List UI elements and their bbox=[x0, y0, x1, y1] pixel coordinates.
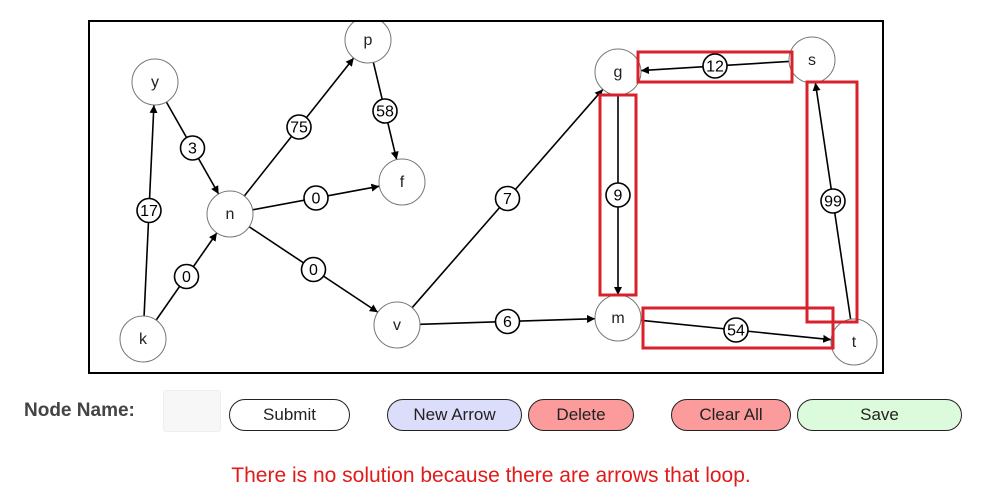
node-t[interactable]: t bbox=[830, 318, 878, 366]
node-label: v bbox=[393, 317, 401, 334]
node-label: n bbox=[226, 206, 235, 223]
node-circle[interactable] bbox=[830, 318, 878, 366]
edge-weight-label: 12 bbox=[706, 59, 724, 76]
node-name-label: Node Name: bbox=[24, 400, 135, 421]
node-s[interactable]: s bbox=[788, 36, 836, 84]
node-m[interactable]: m bbox=[594, 294, 642, 342]
controls-bar: Node Name: Submit New Arrow Delete Clear… bbox=[0, 388, 982, 438]
edge-weight-badge bbox=[723, 317, 749, 343]
node-circle[interactable] bbox=[206, 190, 254, 238]
edge-weight-label: 99 bbox=[824, 194, 842, 211]
edge-weight-label: 17 bbox=[140, 203, 158, 220]
loop-highlight-g-m bbox=[598, 93, 638, 297]
loop-highlight-m-t bbox=[641, 306, 835, 350]
node-v[interactable]: v bbox=[373, 301, 421, 349]
node-label: m bbox=[611, 310, 624, 327]
edge-weight-label: 0 bbox=[312, 191, 321, 208]
node-k[interactable]: k bbox=[119, 315, 167, 363]
submit-button[interactable]: Submit bbox=[229, 399, 350, 431]
node-label: t bbox=[852, 334, 857, 351]
edge-weight-badge bbox=[702, 53, 728, 79]
edge-t-s[interactable]: 99 bbox=[812, 82, 852, 320]
node-f[interactable]: f bbox=[378, 158, 426, 206]
edge-k-n[interactable]: 0 bbox=[155, 232, 218, 321]
node-y[interactable]: y bbox=[131, 58, 179, 106]
edge-weight-badge bbox=[372, 98, 398, 124]
node-name-input[interactable] bbox=[163, 390, 221, 432]
edge-weight-badge bbox=[605, 182, 631, 208]
node-n[interactable]: n bbox=[206, 190, 254, 238]
node-circle[interactable] bbox=[131, 58, 179, 106]
edge-v-m[interactable]: 6 bbox=[419, 308, 596, 335]
edge-weight-badge bbox=[179, 135, 206, 161]
save-button[interactable]: Save bbox=[797, 399, 962, 431]
node-label: p bbox=[364, 32, 373, 49]
edge-weight-badge bbox=[136, 197, 162, 224]
node-label: g bbox=[614, 64, 623, 81]
delete-button[interactable]: Delete bbox=[528, 399, 634, 431]
node-label: y bbox=[151, 74, 159, 91]
node-g[interactable]: g bbox=[594, 48, 642, 96]
status-message: There is no solution because there are a… bbox=[231, 464, 751, 487]
edge-s-g[interactable]: 12 bbox=[640, 53, 790, 79]
node-circle[interactable] bbox=[119, 315, 167, 363]
loop-highlight-s-g bbox=[636, 50, 794, 84]
edge-p-f[interactable]: 58 bbox=[372, 62, 399, 160]
node-label: f bbox=[400, 174, 405, 191]
edge-n-p[interactable]: 75 bbox=[243, 57, 355, 197]
edge-y-n[interactable]: 3 bbox=[165, 101, 220, 195]
edge-weight-label: 7 bbox=[503, 191, 512, 208]
graph-canvas[interactable]: 17 3 0 75 58 0 0 7 6 12 9 54 99 y p f n k v g s m t bbox=[88, 20, 884, 374]
edge-v-g[interactable]: 7 bbox=[411, 88, 604, 309]
edge-weight-badge bbox=[173, 263, 200, 290]
loop-highlight-t-s bbox=[805, 80, 859, 324]
node-label: s bbox=[808, 52, 816, 69]
node-label: k bbox=[139, 331, 148, 348]
edge-weight-label: 6 bbox=[503, 314, 512, 331]
new-arrow-button[interactable]: New Arrow bbox=[387, 399, 522, 431]
edge-weight-badge bbox=[494, 308, 521, 335]
edge-weight-badge bbox=[494, 185, 521, 212]
edge-weight-badge bbox=[300, 256, 327, 283]
clear-all-button[interactable]: Clear All bbox=[671, 399, 791, 431]
edge-weight-label: 0 bbox=[182, 269, 191, 286]
edge-k-y[interactable]: 17 bbox=[136, 104, 162, 317]
edge-weight-label: 54 bbox=[727, 323, 745, 340]
node-circle[interactable] bbox=[344, 22, 392, 64]
edge-weight-badge bbox=[820, 188, 846, 214]
graph-svg[interactable]: 17 3 0 75 58 0 0 7 6 12 9 54 99 y p f n k v g s m t bbox=[90, 22, 886, 376]
node-circle[interactable] bbox=[378, 158, 426, 206]
edge-weight-label: 9 bbox=[614, 188, 623, 205]
edge-m-t[interactable]: 54 bbox=[640, 317, 832, 343]
edge-n-v[interactable]: 0 bbox=[248, 226, 379, 313]
node-p[interactable]: p bbox=[344, 22, 392, 64]
edge-weight-label: 75 bbox=[290, 120, 308, 137]
edge-weight-badge bbox=[286, 114, 312, 140]
edge-n-f[interactable]: 0 bbox=[252, 183, 380, 211]
node-circle[interactable] bbox=[373, 301, 421, 349]
edge-weight-badge bbox=[303, 185, 329, 211]
edge-weight-label: 3 bbox=[188, 141, 197, 158]
edge-g-m[interactable]: 9 bbox=[605, 95, 631, 295]
edge-weight-label: 58 bbox=[376, 104, 394, 121]
edge-weight-label: 0 bbox=[309, 262, 318, 279]
